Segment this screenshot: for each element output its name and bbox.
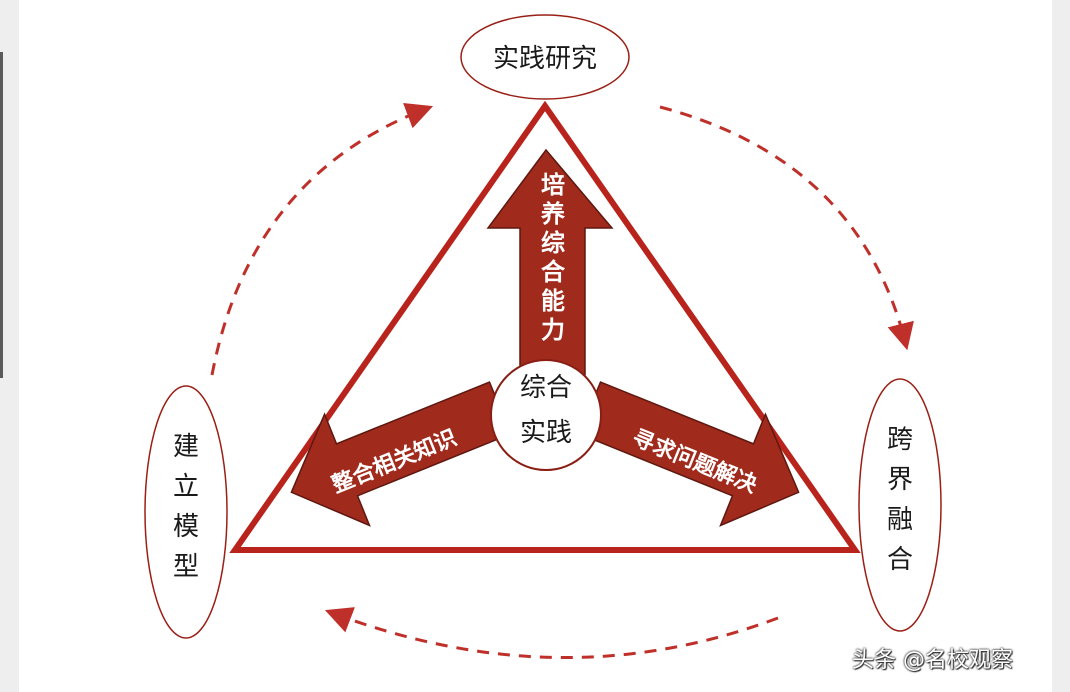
node-left-char: 建 <box>173 432 199 462</box>
node-left-char: 型 <box>173 552 199 582</box>
arrow-up-char: 能 <box>541 286 565 315</box>
node-left-char: 立 <box>173 472 199 502</box>
left-margin-strip <box>0 0 19 692</box>
node-top <box>460 14 630 100</box>
node-left <box>144 385 228 639</box>
arrow-right-down <box>578 381 800 527</box>
node-right-label: 跨 界 融 合 <box>887 425 913 575</box>
arrow-up-char: 综 <box>541 228 565 257</box>
node-left-char: 模 <box>173 512 199 542</box>
node-left-label: 建 立 模 型 <box>173 432 199 582</box>
dashed-arrow-top-to-right <box>659 105 914 351</box>
node-right <box>858 378 942 632</box>
node-top-label: 实践研究 <box>493 44 597 74</box>
arrow-up-label: 培 养 综 合 能 力 <box>540 170 566 344</box>
arrow-up-char: 合 <box>541 257 566 286</box>
arrow-left-down <box>290 381 512 527</box>
right-margin-strip <box>1052 0 1070 692</box>
arrow-up-char: 养 <box>540 199 565 228</box>
node-right-char: 跨 <box>887 425 913 455</box>
node-right-char: 融 <box>887 505 913 535</box>
dashed-arrow-right-to-left <box>324 607 779 659</box>
node-right-char: 合 <box>887 545 913 575</box>
center-circle <box>490 359 602 471</box>
outer-triangle <box>229 100 861 553</box>
center-label-line2: 实践 <box>520 418 572 448</box>
center-label-line1: 综合 <box>520 373 572 403</box>
watermark: 头条 @名校观察 <box>852 648 1013 673</box>
arrow-up-char: 培 <box>541 170 565 199</box>
dashed-arrow-left-to-top <box>210 102 434 376</box>
arrow-up-char: 力 <box>541 315 565 344</box>
left-edge-tab <box>0 52 3 378</box>
arrow-up <box>486 148 614 381</box>
node-right-char: 界 <box>887 465 913 495</box>
